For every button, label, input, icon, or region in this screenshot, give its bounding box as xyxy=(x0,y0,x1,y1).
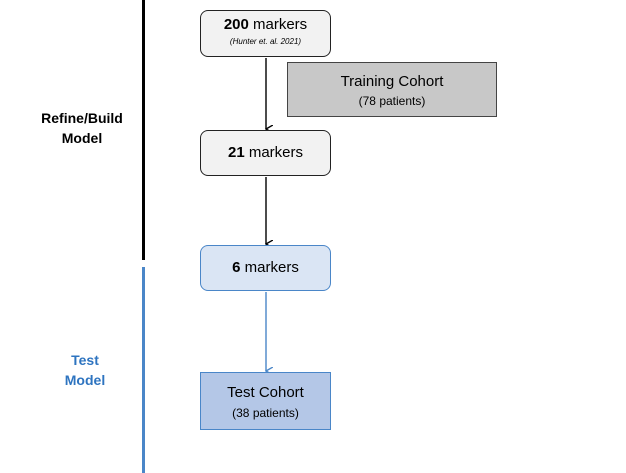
node-training-cohort: Training Cohort (78 patients) xyxy=(287,62,497,117)
test-model-label: Test Model xyxy=(40,350,130,390)
node-test-cohort: Test Cohort (38 patients) xyxy=(200,372,331,430)
refine-phase-bar xyxy=(142,0,145,260)
refine-build-model-label: Refine/Build Model xyxy=(30,108,134,148)
node-200-unit: markers xyxy=(248,16,308,33)
training-subtitle: (78 patients) xyxy=(358,94,426,108)
node-6-markers: 6 markers xyxy=(200,245,331,291)
node-200-citation: (Hunter et. al. 2021) xyxy=(229,37,302,46)
training-title: Training Cohort xyxy=(340,73,444,90)
test-label-line1: Test xyxy=(71,352,99,368)
test-phase-bar xyxy=(142,267,145,473)
node-21-unit: markers xyxy=(244,144,304,161)
node-200-count: 200 xyxy=(223,16,249,33)
node-21-count: 21 xyxy=(227,144,245,161)
refine-label-line1: Refine/Build xyxy=(41,110,123,126)
node-200-main: 200 markers xyxy=(201,15,330,35)
node-21-markers: 21 markers xyxy=(200,130,331,176)
test-cohort-title: Test Cohort xyxy=(227,384,304,401)
test-label-line2: Model xyxy=(64,372,106,388)
node-200-markers: 200 markers (Hunter et. al. 2021) xyxy=(200,10,331,57)
test-cohort-subtitle: (38 patients) xyxy=(232,406,299,420)
node-6-count: 6 xyxy=(232,259,241,276)
refine-label-line2: Model xyxy=(61,130,103,146)
node-6-unit: markers xyxy=(240,259,299,276)
